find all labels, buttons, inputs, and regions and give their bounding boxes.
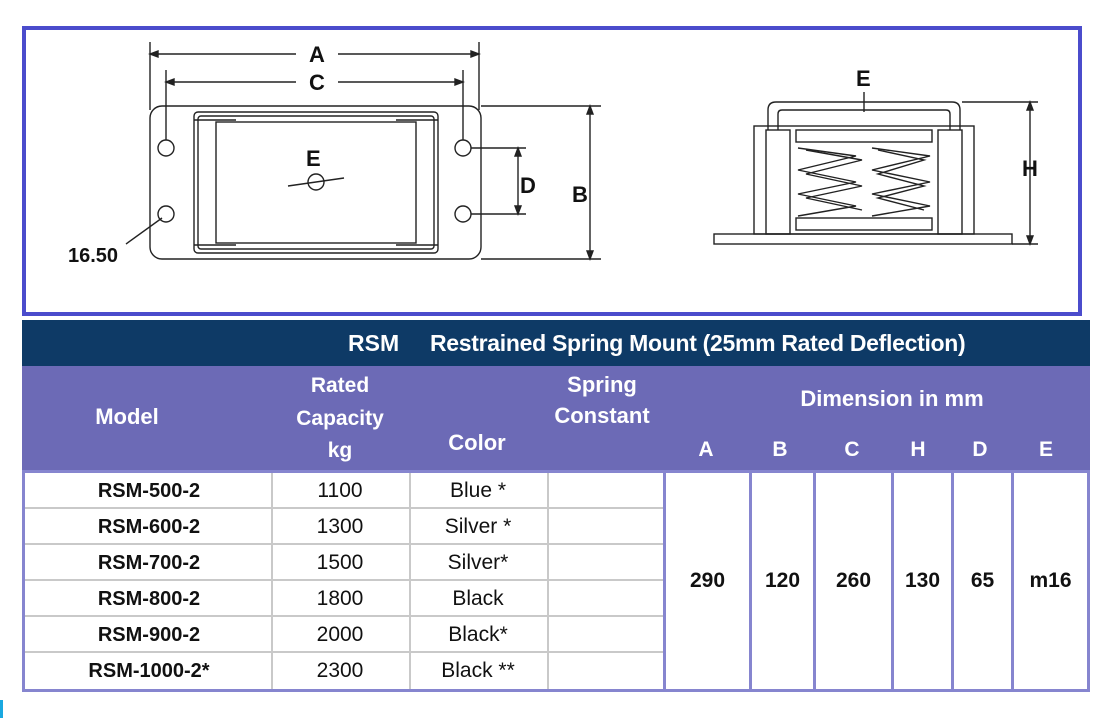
cell-model: RSM-900-2 (97, 623, 201, 646)
cell-spring (549, 545, 661, 581)
header-color: Color (448, 430, 506, 455)
dim-value-c: 260 (835, 569, 872, 592)
header-model: Model (95, 404, 159, 429)
col-divider (663, 473, 666, 689)
dim-label-a: A (309, 42, 325, 67)
cell-model: RSM-1000-2* (88, 659, 210, 682)
cell-color: Black (452, 587, 504, 610)
cell-color: Blue * (449, 479, 507, 502)
table-body: RSM-500-2 1100 Blue * RSM-600-2 1300 Sil… (22, 470, 1090, 692)
dim-label-e-elev: E (856, 66, 871, 91)
col-divider (813, 473, 816, 689)
dim-label-h: H (1022, 156, 1038, 181)
cell-capacity: 2300 (316, 659, 364, 682)
table-header: Model Rated Capacity kg Color Spring Con… (22, 366, 1090, 470)
dim-value-b: 120 (764, 569, 801, 592)
col-divider (891, 473, 894, 689)
header-spring-constant: Spring Constant (537, 370, 667, 432)
table-row: RSM-1000-2* 2300 Black ** (25, 653, 665, 689)
table-title-code: RSM (348, 330, 400, 356)
header-spring-line-2: Constant (554, 402, 650, 428)
cell-capacity: 1100 (317, 479, 363, 502)
cell-spring (549, 581, 661, 617)
header-rated-line-2: Capacity (296, 406, 384, 430)
page-edge-marker (0, 700, 3, 718)
header-dim-d: D (972, 438, 988, 461)
dim-value-a: 290 (689, 569, 726, 592)
row-divider (25, 651, 665, 653)
cell-color: Silver * (444, 515, 512, 538)
dim-label-c: C (309, 70, 325, 95)
table-row: RSM-900-2 2000 Black* (25, 617, 665, 653)
header-dimension: Dimension in mm (800, 386, 984, 411)
header-dim-h: H (910, 438, 926, 461)
row-divider (25, 579, 665, 581)
col-divider (951, 473, 954, 689)
dim-value-e: m16 (1029, 569, 1072, 592)
col-divider (749, 473, 752, 689)
header-dim-b: B (772, 438, 788, 461)
header-dim-e: E (1038, 438, 1053, 461)
col-divider (547, 473, 549, 689)
dim-label-d: D (520, 173, 536, 198)
col-divider (1011, 473, 1014, 689)
header-dim-c: C (844, 438, 860, 461)
header-dim-a: A (698, 438, 714, 461)
cell-capacity: 2000 (316, 623, 364, 646)
table-row: RSM-600-2 1300 Silver * (25, 509, 665, 545)
cell-model: RSM-500-2 (97, 479, 201, 502)
cell-capacity: 1800 (316, 587, 364, 610)
dim-value-d: 65 (970, 569, 995, 592)
elevation-view (713, 92, 1038, 246)
table-row: RSM-700-2 1500 Silver* (25, 545, 665, 581)
cell-color: Black ** (441, 659, 515, 682)
cell-spring (549, 653, 661, 689)
table-title-bar: RSM Restrained Spring Mount (25mm Rated … (22, 320, 1090, 366)
cell-capacity: 1500 (316, 551, 364, 574)
cell-spring (549, 473, 661, 509)
row-divider (25, 615, 665, 617)
mount-drawing: A C E D B 16.50 (68, 42, 1038, 267)
cell-color: Silver* (447, 551, 509, 574)
technical-drawing: A C E D B 16.50 (22, 26, 1082, 316)
dim-value-h: 130 (904, 569, 941, 592)
spec-table: RSM Restrained Spring Mount (25mm Rated … (22, 320, 1090, 692)
cell-capacity: 1300 (316, 515, 364, 538)
header-rated-line-3: kg (327, 439, 353, 463)
cell-spring (549, 617, 661, 653)
header-spring-line-1: Spring (567, 372, 637, 397)
cell-model: RSM-700-2 (97, 551, 201, 574)
hole-size-label: 16.50 (68, 245, 118, 267)
row-divider (25, 507, 665, 509)
header-rated-capacity: Rated Capacity kg (270, 370, 410, 468)
dim-label-e-plan: E (306, 146, 321, 171)
plan-view (125, 42, 601, 261)
row-divider (25, 543, 665, 545)
cell-model: RSM-600-2 (97, 515, 201, 538)
table-title-description: Restrained Spring Mount (25mm Rated Defl… (430, 330, 966, 356)
dim-label-b: B (572, 182, 588, 207)
table-row: RSM-800-2 1800 Black (25, 581, 665, 617)
col-divider (271, 473, 273, 689)
table-row: RSM-500-2 1100 Blue * (25, 473, 665, 509)
cell-color: Black* (448, 623, 508, 646)
cell-spring (549, 509, 661, 545)
header-rated-line-1: Rated (310, 374, 370, 397)
col-divider (409, 473, 411, 689)
cell-model: RSM-800-2 (97, 587, 201, 610)
